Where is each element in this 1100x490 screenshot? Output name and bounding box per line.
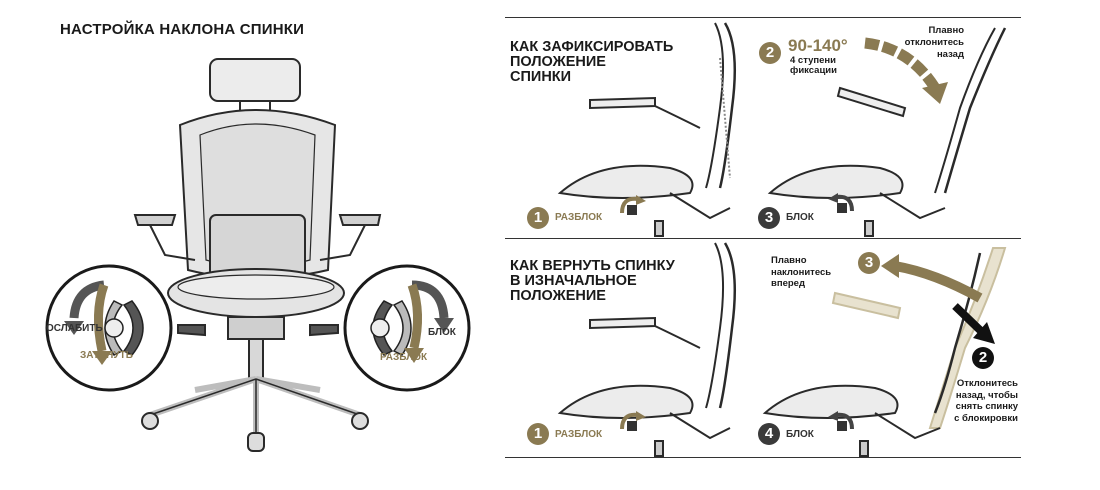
fix-step2-sub: 4 ступени фиксации (790, 55, 837, 76)
bottom-divider (505, 457, 1021, 458)
return-step4-badge: 4 (758, 423, 780, 445)
return-step3-note: Плавно наклонитесь вперед (771, 255, 832, 289)
fix-step1-rotate-icon (620, 195, 646, 215)
return-step4-rotate-icon (828, 411, 854, 431)
top-divider (505, 17, 1021, 18)
fix-step1-label: РАЗБЛОК (555, 212, 603, 223)
chair-side-upright-return (557, 242, 736, 457)
fix-step1-badge: 1 (527, 207, 549, 229)
fix-step2-badge: 2 (759, 42, 781, 64)
chair-front-illustration (133, 58, 382, 452)
left-knob-detail (45, 264, 173, 392)
return-step1-label: РАЗБЛОК (555, 429, 603, 440)
middle-divider (505, 238, 1021, 239)
return-section-heading: КАК ВЕРНУТЬ СПИНКУ В ИЗНАЧАЛЬНОЕ ПОЛОЖЕН… (510, 258, 675, 304)
loosen-label: ОСЛАБИТЬ (46, 323, 103, 334)
right-knob-detail (343, 264, 471, 392)
fix-step3-badge: 3 (758, 207, 780, 229)
chair-side-upright-fix (557, 22, 736, 237)
fix-section-heading: КАК ЗАФИКСИРОВАТЬ ПОЛОЖЕНИЕ СПИНКИ (510, 39, 674, 85)
fix-step2-angle: 90-140° (788, 36, 848, 55)
chair-side-reclined-fix (767, 27, 1007, 237)
fix-step3-label: БЛОК (786, 212, 814, 223)
return-step1-badge: 1 (527, 423, 549, 445)
fix-recline-note: Плавно отклонитесь назад (904, 25, 964, 60)
lock-label: БЛОК (428, 327, 456, 338)
return-step4-label: БЛОК (786, 429, 814, 440)
fix-step3-rotate-icon (828, 193, 854, 213)
return-step3-badge: 3 (858, 252, 880, 274)
return-step1-rotate-icon (620, 411, 646, 431)
unlock-label: РАЗБЛОК (380, 352, 428, 363)
return-step2-note: Отклонитесь назад, чтобы снять спинку с … (954, 378, 1018, 424)
tighten-label: ЗАТЯНУТЬ (80, 350, 133, 361)
page-title: НАСТРОЙКА НАКЛОНА СПИНКИ (60, 21, 305, 38)
chair-side-return-motion (762, 247, 1007, 457)
return-step2-badge: 2 (972, 347, 994, 369)
